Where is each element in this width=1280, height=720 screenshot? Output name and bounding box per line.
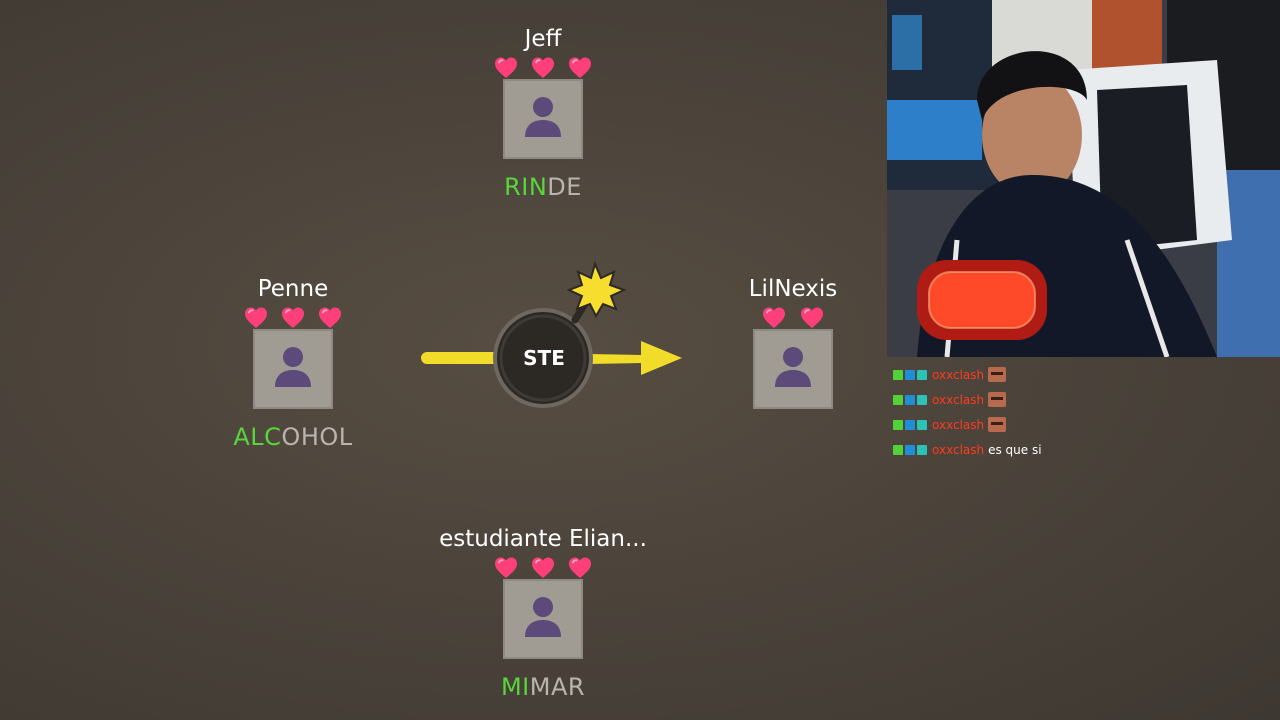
bomb-graphic (421, 261, 682, 408)
person-icon (503, 79, 583, 159)
player-jeff: Jeff RINDE (403, 24, 683, 201)
chat-username[interactable]: oxxclash (932, 442, 985, 457)
heart-icon (761, 305, 787, 331)
heart-icon (243, 305, 269, 331)
bomb-body (493, 308, 593, 408)
game-stage: Jeff RINDE Penne ALCOHOL LilNexis (153, 24, 833, 701)
player-name: Penne (257, 276, 329, 302)
avatar (503, 579, 583, 659)
typed-word: ALCOHOL (153, 423, 433, 451)
emote-icon (988, 417, 1007, 432)
avatar (253, 329, 333, 409)
badge-icon (893, 444, 903, 455)
chat-username[interactable]: oxxclash (932, 392, 985, 407)
badge-icon (905, 369, 915, 380)
typed-word: RINDE (403, 173, 683, 201)
player-lilnexis: LilNexis (653, 274, 933, 409)
emote-icon (988, 367, 1007, 382)
badge-icon (905, 394, 915, 405)
person-icon (253, 329, 333, 409)
player-estudiante: estudiante Elian... MIMAR (403, 524, 683, 701)
emote-icon (988, 392, 1007, 407)
heart-icon (567, 55, 593, 81)
typed-letters: MI (500, 673, 530, 701)
lives (403, 55, 683, 81)
badge-icon (917, 369, 927, 380)
heart-icon (493, 555, 519, 581)
bomb-syllable: STE (523, 346, 565, 370)
player-name: LilNexis (748, 276, 838, 302)
chat-username[interactable]: oxxclash (932, 367, 985, 382)
badge-icon (893, 419, 903, 430)
heart-icon (567, 555, 593, 581)
typed-letters: ALC (233, 423, 282, 451)
avatar (753, 329, 833, 409)
lives (153, 305, 433, 331)
chat-username[interactable]: oxxclash (932, 417, 985, 432)
badge-icon (917, 394, 927, 405)
heart-icon (530, 555, 556, 581)
heart-icon (280, 305, 306, 331)
spark-icon (566, 261, 627, 319)
badge-icon (893, 394, 903, 405)
webcam-feed (887, 0, 1280, 357)
typed-letters: RIN (504, 173, 548, 201)
chat-message: oxxclash (893, 412, 1273, 437)
badge-icon (917, 419, 927, 430)
remaining-letters: OHOL (281, 423, 353, 451)
remaining-letters: MAR (529, 673, 586, 701)
heart-icon (799, 305, 825, 331)
avatar (503, 79, 583, 159)
player-penne: Penne ALCOHOL (153, 274, 433, 451)
chat-text: es que si (988, 442, 1042, 457)
badge-icon (917, 444, 927, 455)
lives (403, 555, 683, 581)
player-name: estudiante Elian... (439, 526, 647, 552)
badge-icon (893, 369, 903, 380)
heart-icon (317, 305, 343, 331)
bomb-area: STE (415, 258, 695, 418)
heart-icon (530, 55, 556, 81)
player-name: Jeff (524, 26, 562, 52)
arrow-head-icon (589, 341, 682, 375)
webcam-image (887, 0, 1280, 357)
chat-message: oxxclash es que si (893, 437, 1273, 462)
badge-icon (905, 444, 915, 455)
heart-icon (493, 55, 519, 81)
person-icon (503, 579, 583, 659)
remaining-letters: DE (547, 173, 582, 201)
person-icon (753, 329, 833, 409)
typed-word: MIMAR (403, 673, 683, 701)
chat-message: oxxclash (893, 362, 1273, 387)
chat-message: oxxclash (893, 387, 1273, 412)
stream-chat: oxxclash oxxclash oxxclash oxxclash es q… (893, 362, 1273, 462)
badge-icon (905, 419, 915, 430)
